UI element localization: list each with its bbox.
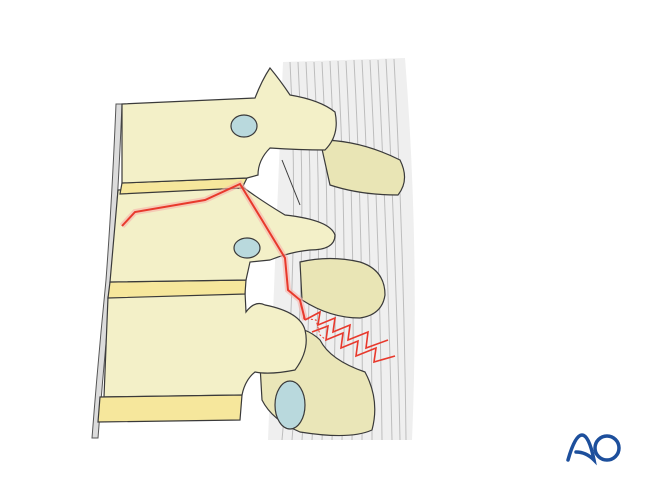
vertebra-upper: [121, 66, 406, 206]
foramen-lower: [274, 380, 306, 430]
foramen-upper: [230, 114, 258, 138]
vertebra-lower-body: [97, 291, 307, 423]
foramen-middle: [233, 237, 261, 259]
ao-logo: [566, 433, 621, 466]
fracture-line: [119, 180, 396, 364]
